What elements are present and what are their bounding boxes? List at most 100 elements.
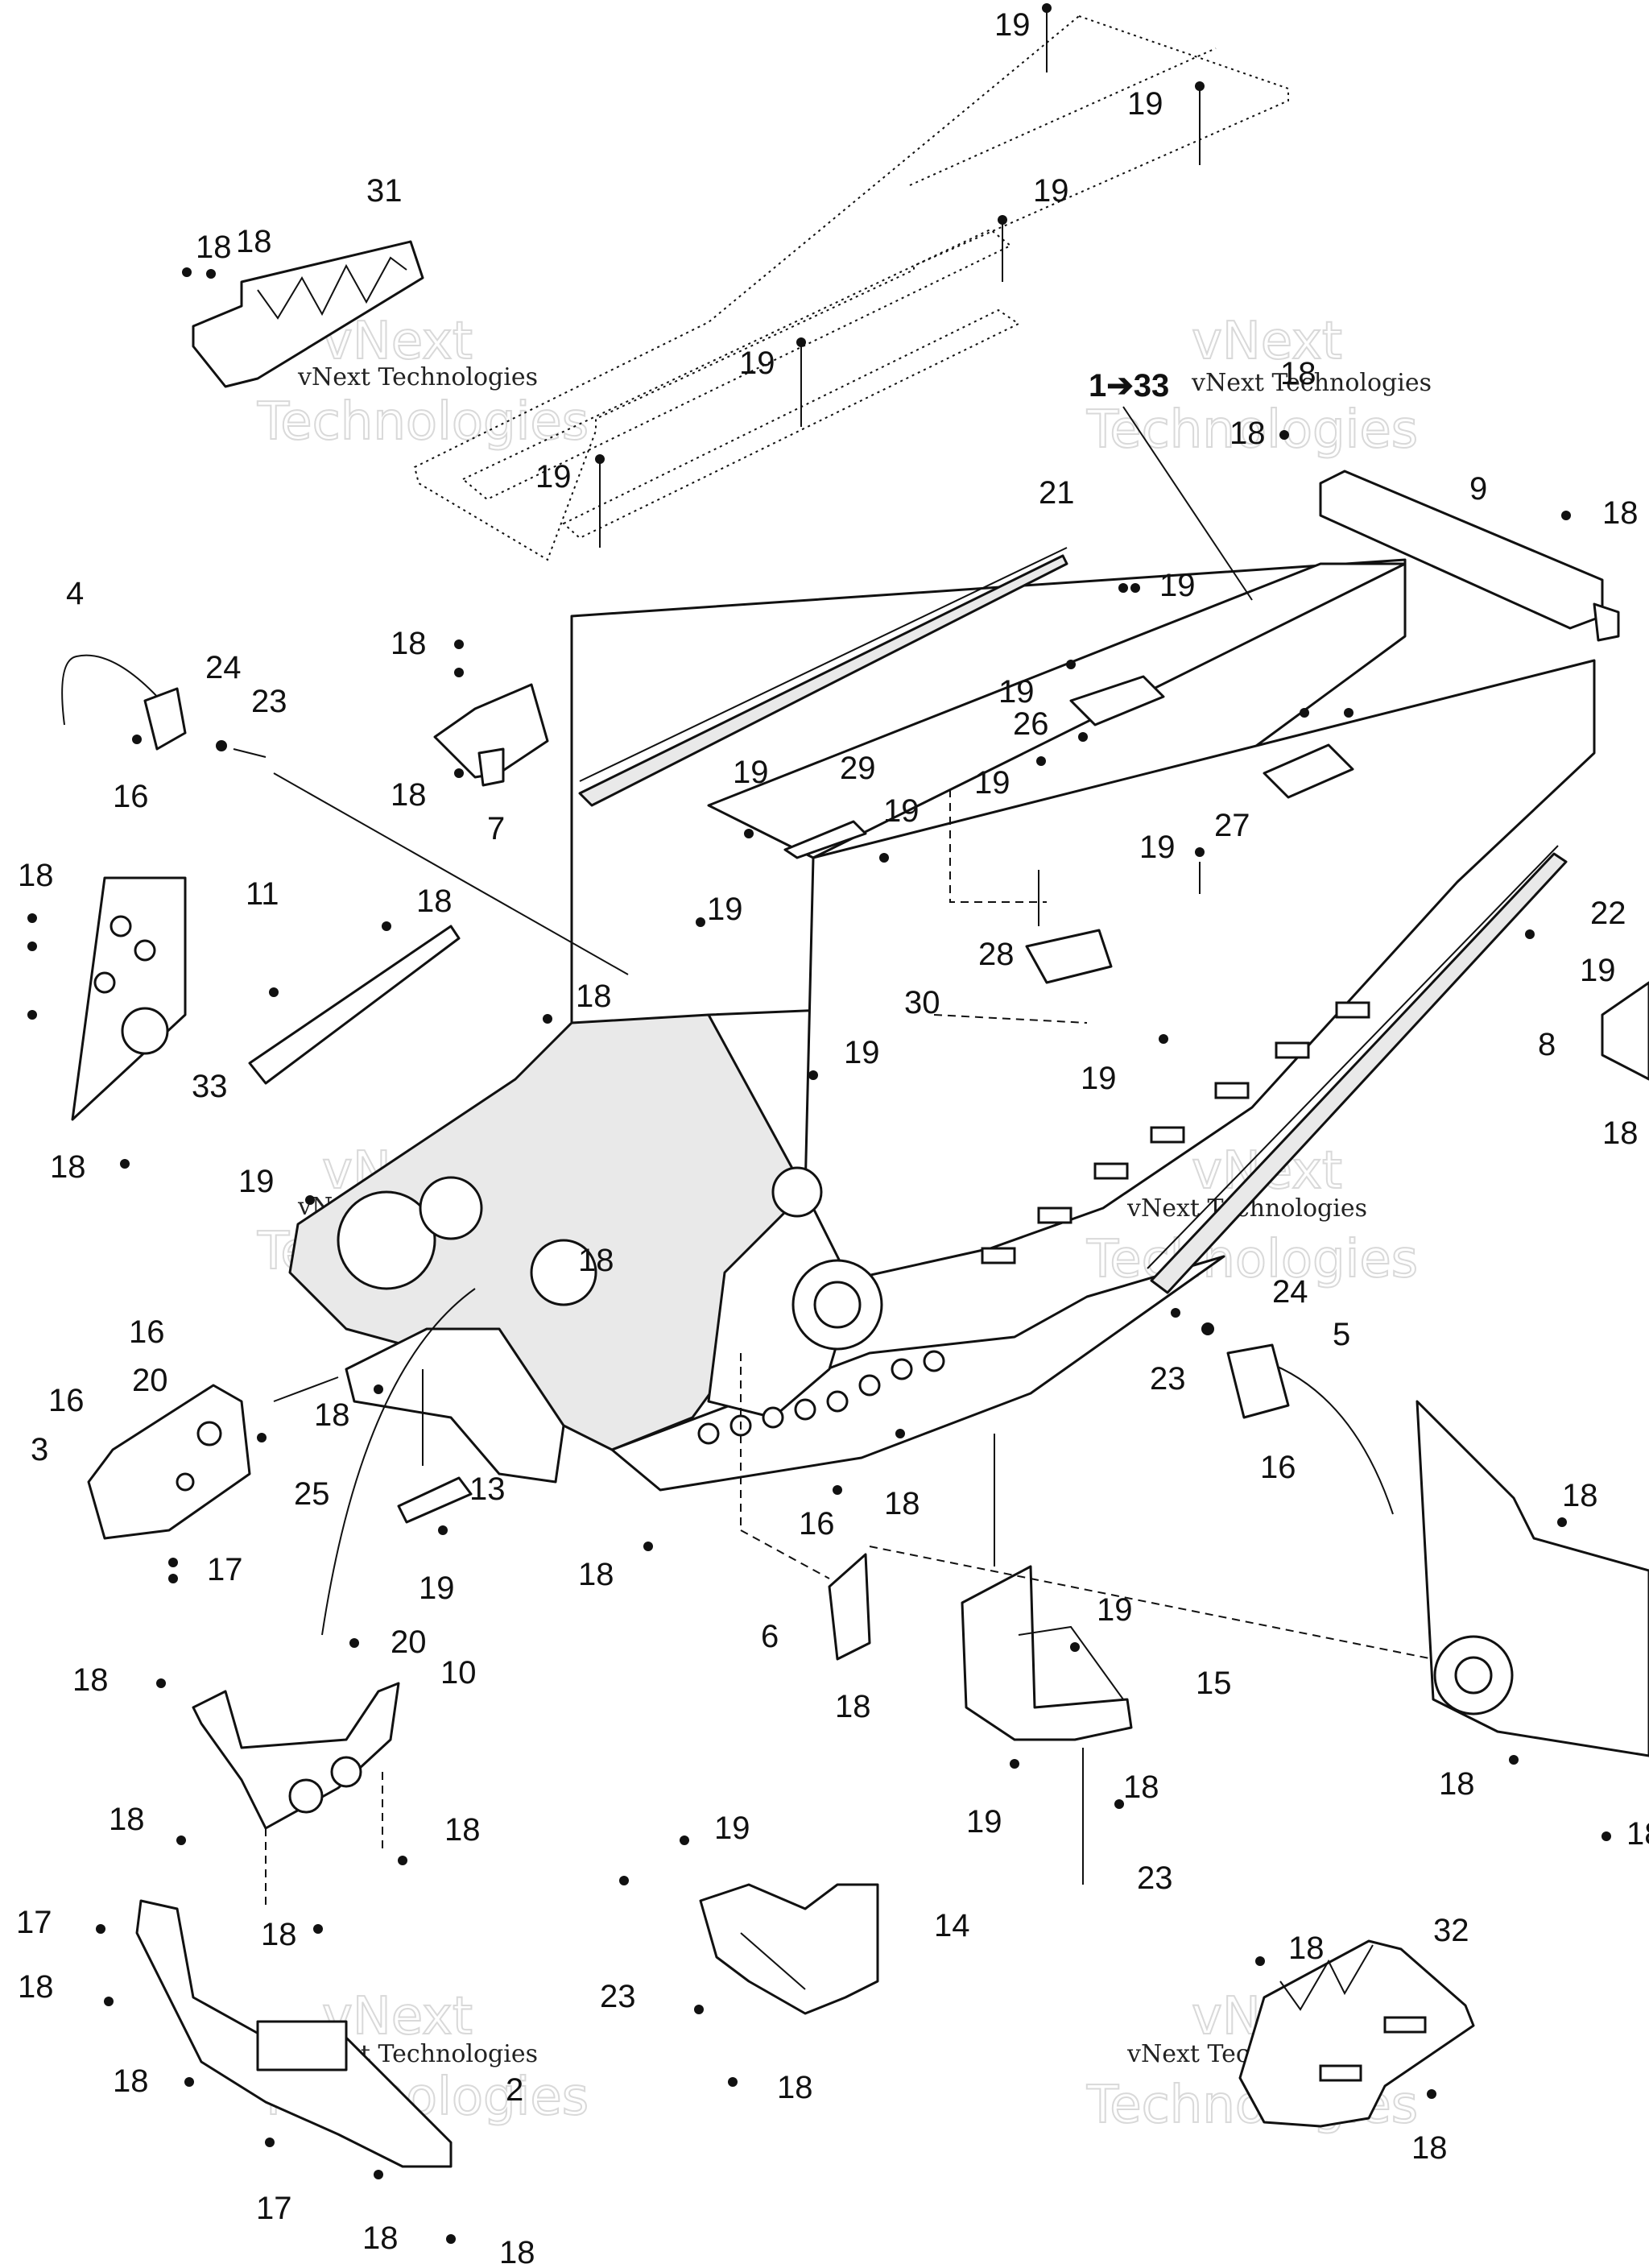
callout-number: 18 (777, 2070, 813, 2105)
callout-number: 6 (761, 1619, 779, 1654)
callout-number: 19 (739, 346, 775, 381)
callout-number: 19 (994, 7, 1031, 43)
callout-number: 19 (966, 1804, 1002, 1840)
callout-number: 18 (1123, 1769, 1159, 1805)
callout-number: 18 (362, 2220, 399, 2256)
callout-number: 26 (1013, 706, 1049, 742)
callout-number: 17 (207, 1552, 243, 1587)
callout-number: 18 (1288, 1931, 1325, 1966)
watermark-word: Technologies (1086, 400, 1418, 460)
part-bracket-27 (1263, 743, 1354, 799)
part-grab-handle-4 (61, 654, 267, 758)
callout-number: 18 (314, 1397, 350, 1433)
callout-number: 19 (714, 1811, 750, 1846)
part-bracket-6 (828, 1553, 871, 1661)
part-rear-crossmember (1279, 430, 1620, 642)
main-chassis (288, 558, 1596, 1492)
watermark-brand: vNext (1192, 312, 1342, 371)
part-bracket-26 (1069, 675, 1165, 726)
callout-number: 13 (469, 1471, 506, 1507)
callout-number: 23 (1137, 1860, 1173, 1896)
callout-number: 19 (974, 765, 1010, 801)
callout-number: 14 (934, 1908, 970, 1943)
callout-number: 18 (391, 626, 427, 661)
part-rail-22 (1147, 845, 1568, 1294)
callout-number: 19 (1081, 1061, 1117, 1096)
callout-number: 18 (416, 884, 453, 919)
fastener-markers (27, 3, 1611, 2244)
callout-number: 18 (109, 1802, 145, 1837)
callout-number: 18 (1602, 495, 1639, 531)
watermark-word: Technologies (257, 392, 589, 452)
callout-number: 19 (238, 1164, 275, 1199)
callout-number: 23 (600, 1979, 636, 2014)
callout-number: 16 (129, 1314, 165, 1350)
part-footrest-right (1238, 1939, 1475, 2128)
callout-number: 22 (1590, 896, 1626, 931)
callout-number: 30 (904, 985, 940, 1020)
assembly-range-label: 1➔33 (1089, 368, 1169, 404)
callout-number: 31 (366, 173, 403, 209)
callout-number: 23 (251, 684, 287, 719)
callout-number: 24 (205, 650, 242, 685)
callout-number: 19 (707, 892, 743, 927)
callout-number: 19 (1159, 568, 1196, 603)
part-bracket-7 (433, 683, 549, 787)
watermark-text: vNext Technologies (1191, 369, 1432, 397)
callout-number: 17 (16, 1905, 52, 1940)
callout-number: 3 (31, 1432, 48, 1467)
callout-number: 18 (196, 230, 232, 265)
callout-number: 16 (799, 1506, 835, 1542)
callout-number: 25 (294, 1476, 330, 1512)
part-bracket-14 (699, 1883, 879, 2015)
callout-number: 23 (1150, 1361, 1186, 1397)
callout-number: 18 (18, 858, 54, 893)
callout-number: 19 (1580, 953, 1616, 988)
part-plate-13 (397, 1418, 473, 1524)
callout-number: 28 (978, 937, 1015, 972)
callout-number: 18 (1562, 1478, 1598, 1513)
part-bracket-10 (192, 1682, 400, 1830)
callout-number: 18 (1602, 1115, 1639, 1151)
callout-number: 20 (132, 1363, 168, 1398)
callout-number: 19 (1139, 830, 1176, 865)
part-bracket-29 (783, 820, 867, 859)
part-bracket-30 (1025, 929, 1113, 984)
callout-number: 18 (578, 1557, 614, 1592)
callout-number: 5 (1333, 1317, 1350, 1352)
callout-number: 15 (1196, 1666, 1232, 1701)
callout-number: 18 (391, 777, 427, 813)
callout-number: 20 (391, 1624, 427, 1660)
callout-number: 18 (236, 224, 272, 259)
part-footrest-left (182, 240, 424, 388)
callout-number: 18 (578, 1243, 614, 1278)
callout-number: 19 (419, 1571, 455, 1606)
callout-number: 18 (1626, 1816, 1649, 1852)
callout-number: 19 (998, 674, 1035, 710)
callout-number: 2 (506, 2072, 523, 2108)
callout-number: 24 (1272, 1274, 1308, 1310)
callout-number: 33 (192, 1069, 228, 1104)
callout-number: 18 (1439, 1766, 1475, 1802)
top-panel-outline (413, 12, 1289, 561)
callout-number: 11 (246, 876, 279, 912)
part-side-plate-11 (71, 876, 187, 1121)
callout-number: 18 (72, 1662, 109, 1698)
callout-number: 18 (884, 1486, 920, 1521)
callout-number: 9 (1469, 471, 1487, 507)
callout-number: 18 (18, 1969, 54, 2005)
part-side-plate-right (1415, 1400, 1649, 1757)
callout-number: 27 (1214, 808, 1250, 843)
callout-number: 18 (444, 1812, 481, 1848)
callout-number: 18 (835, 1689, 871, 1724)
callout-number: 18 (261, 1917, 297, 1952)
part-bracket-2 (135, 1899, 453, 2168)
watermark-text: vNext Technologies (297, 363, 538, 391)
callout-number: 17 (256, 2191, 292, 2226)
leader-lines (265, 406, 1434, 1909)
callout-number: 18 (1280, 356, 1316, 391)
callout-number: 19 (883, 793, 920, 829)
callout-number: 16 (48, 1383, 85, 1418)
part-strip-33 (248, 925, 461, 1085)
